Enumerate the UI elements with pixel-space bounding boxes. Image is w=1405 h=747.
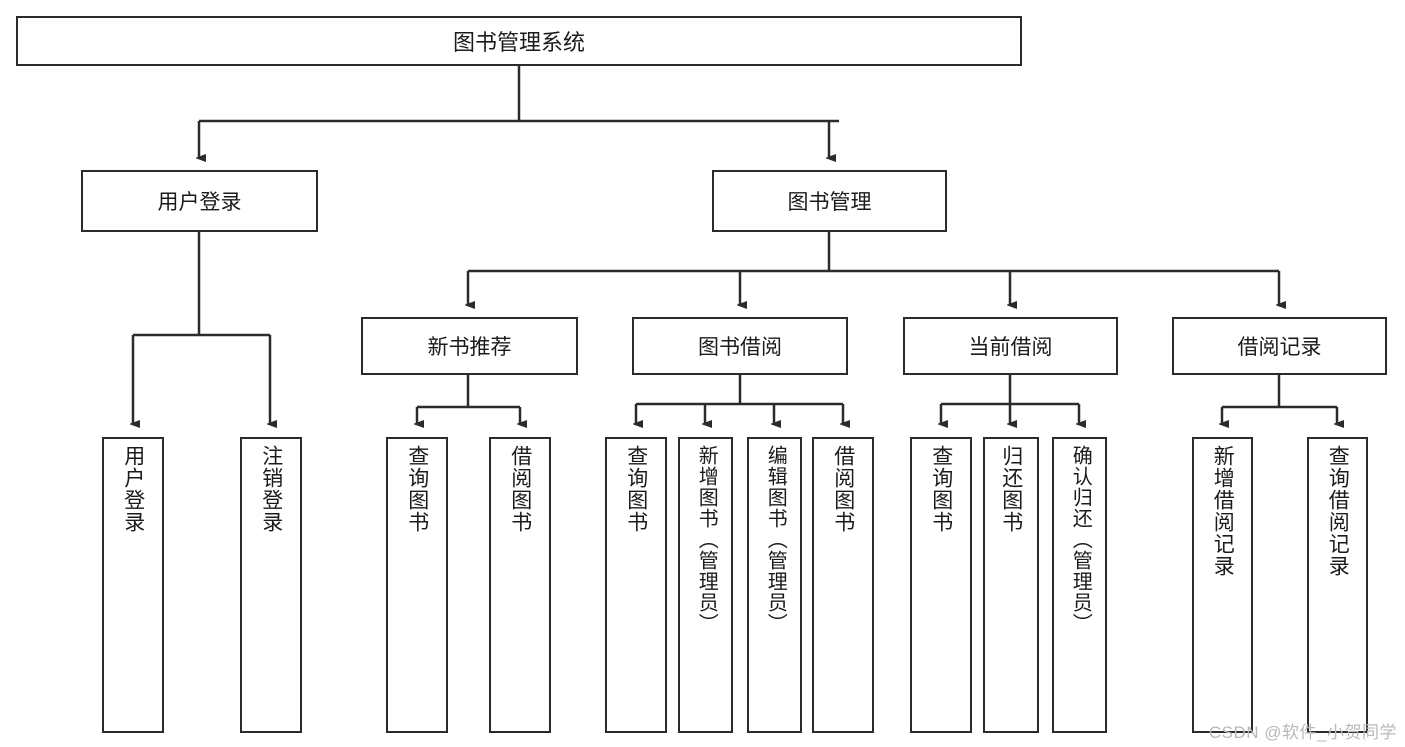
leaf-label: 确认归还（管理员） [1069,445,1092,634]
leaf-return-book[interactable]: 归还图书 [983,437,1039,733]
leaf-edit-book-admin[interactable]: 编辑图书（管理员） [747,437,802,733]
leaf-add-borrow-record[interactable]: 新增借阅记录 [1192,437,1253,733]
leaf-label: 归还图书 [999,445,1023,533]
node-label: 当前借阅 [968,336,1053,359]
node-root-book-management-system[interactable]: 图书管理系统 [16,16,1022,66]
leaf-label: 查询图书 [405,445,429,533]
leaf-label: 借阅图书 [831,445,855,533]
node-current-borrow[interactable]: 当前借阅 [903,317,1118,375]
node-book-management[interactable]: 图书管理 [712,170,947,232]
leaf-query-book-borrow[interactable]: 查询图书 [605,437,667,733]
node-label: 图书管理 [787,191,872,214]
node-book-borrow[interactable]: 图书借阅 [632,317,848,375]
leaf-label: 用户登录 [121,445,145,533]
node-label: 用户登录 [157,191,242,214]
csdn-watermark: CSDN @软件_小贺同学 [1208,723,1397,742]
node-label: 借阅记录 [1237,336,1322,359]
leaf-query-book-recommend[interactable]: 查询图书 [386,437,448,733]
node-new-book-recommend[interactable]: 新书推荐 [361,317,578,375]
leaf-label: 新增图书（管理员） [695,445,718,634]
node-label: 新书推荐 [427,336,512,359]
leaf-add-book-admin[interactable]: 新增图书（管理员） [678,437,733,733]
leaf-label: 借阅图书 [508,445,532,533]
leaf-borrow-book[interactable]: 借阅图书 [812,437,874,733]
leaf-logout[interactable]: 注销登录 [240,437,302,733]
node-label: 图书管理系统 [452,30,585,55]
leaf-label: 查询借阅记录 [1326,445,1350,577]
leaf-label: 注销登录 [259,445,283,533]
leaf-borrow-book-recommend[interactable]: 借阅图书 [489,437,551,733]
leaf-query-borrow-record[interactable]: 查询借阅记录 [1307,437,1368,733]
node-borrow-record[interactable]: 借阅记录 [1172,317,1387,375]
leaf-label: 查询图书 [624,445,648,533]
leaf-label: 查询图书 [929,445,953,533]
leaf-label: 编辑图书（管理员） [764,445,787,634]
node-user-login[interactable]: 用户登录 [81,170,318,232]
leaf-query-book-current[interactable]: 查询图书 [910,437,972,733]
leaf-confirm-return-admin[interactable]: 确认归还（管理员） [1052,437,1107,733]
leaf-user-login[interactable]: 用户登录 [102,437,164,733]
leaf-label: 新增借阅记录 [1211,445,1235,577]
node-label: 图书借阅 [698,336,782,359]
